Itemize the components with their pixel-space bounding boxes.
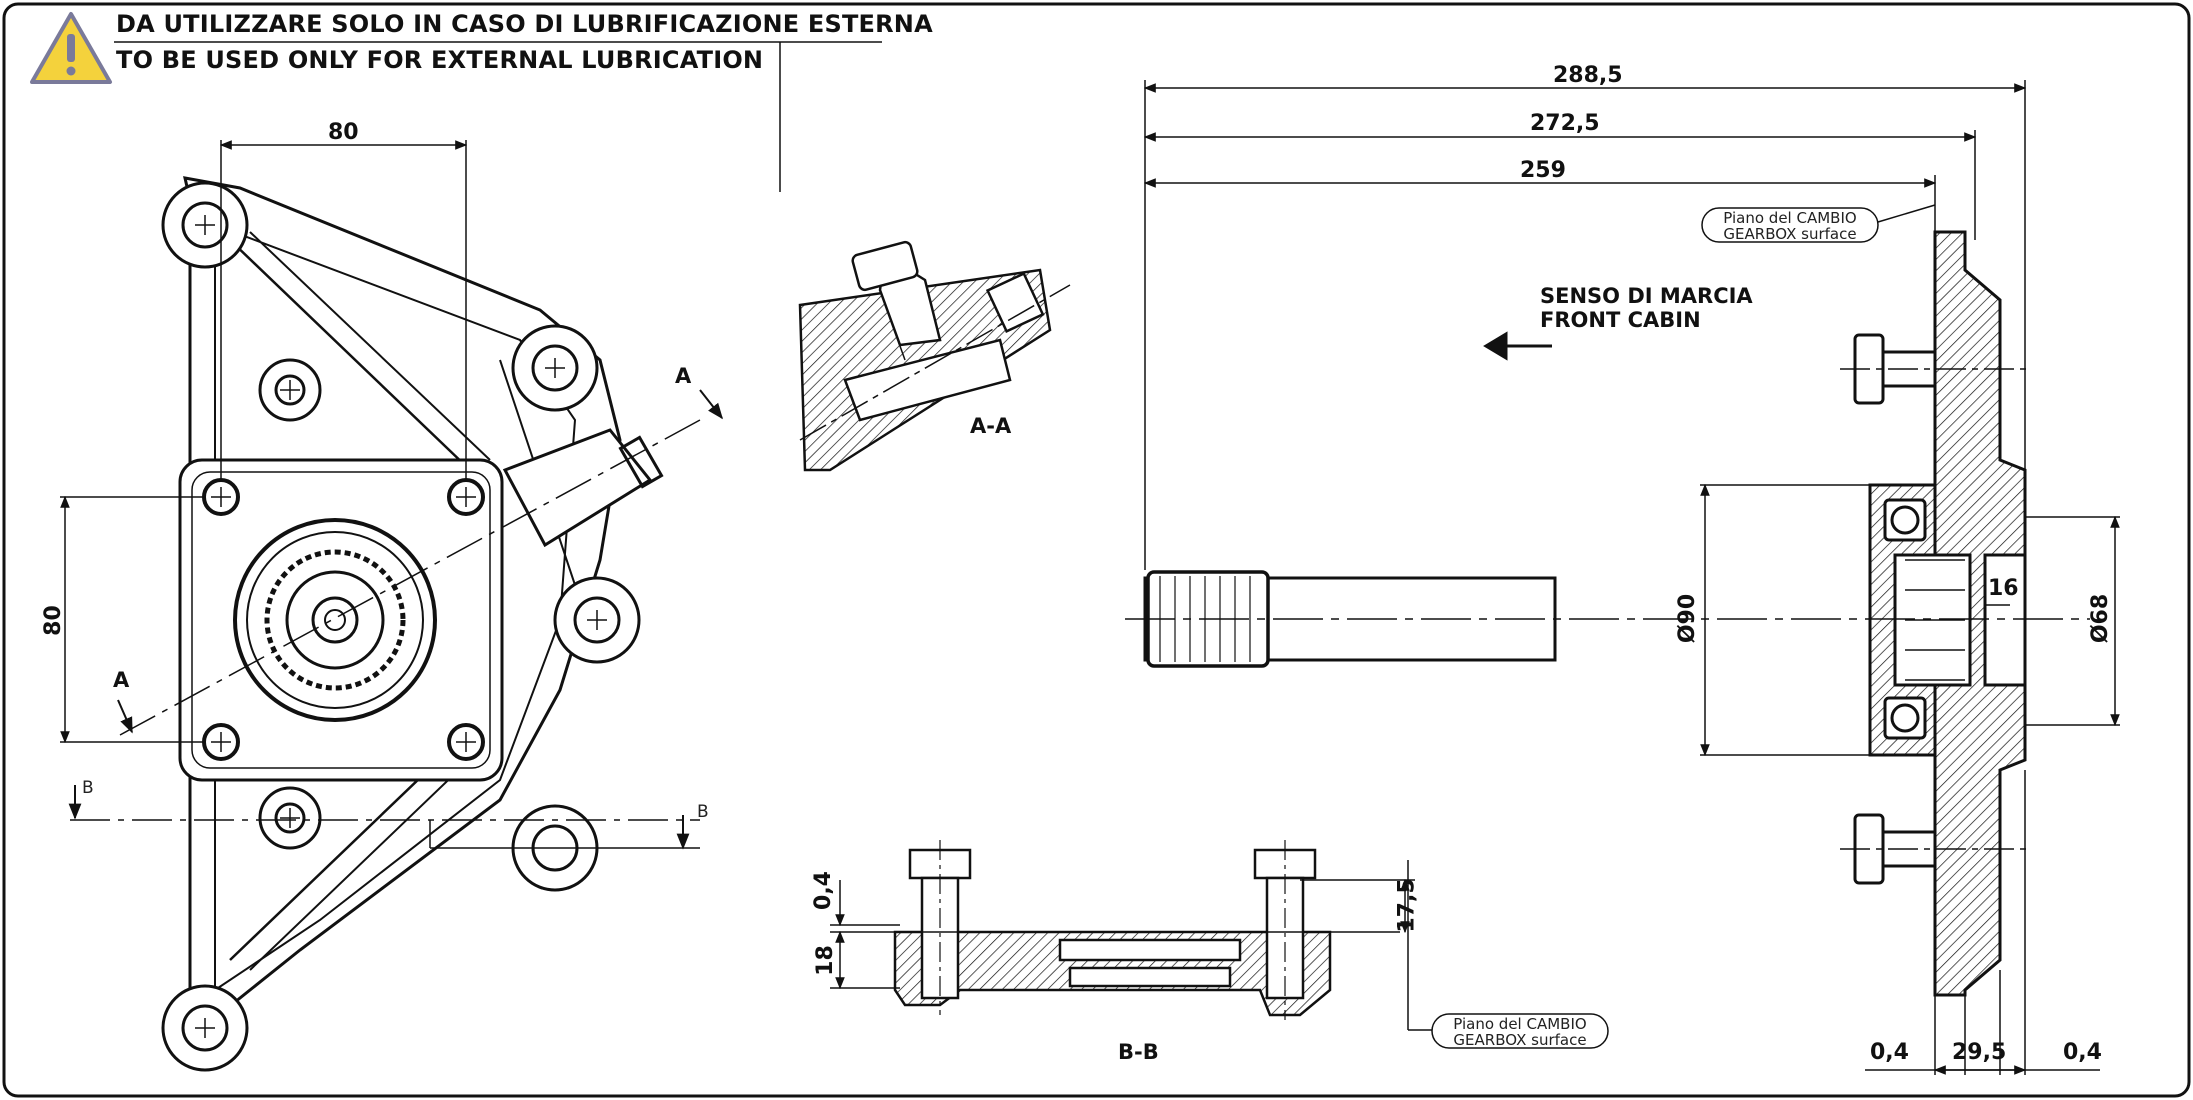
dim-diameter-90: Ø90 (1675, 593, 1701, 644)
bb-surface-en: GEARBOX surface (1453, 1031, 1587, 1049)
bb-surface-note: Piano del CAMBIO GEARBOX surface (1438, 1016, 1602, 1048)
dim-bb-18: 18 (812, 945, 838, 976)
dim-height-80: 80 (40, 605, 66, 636)
direction-text-en: FRONT CABIN (1540, 308, 1701, 332)
dim-side-0-4-left: 0,4 (1870, 1040, 1909, 1065)
side-surface-note: Piano del CAMBIO GEARBOX surface (1708, 210, 1872, 242)
dim-288-5: 288,5 (1553, 63, 1623, 88)
dim-diameter-68: Ø68 (2088, 593, 2114, 644)
side-surface-it: Piano del CAMBIO (1723, 209, 1857, 227)
section-b-marker-right: B (697, 802, 709, 822)
dim-bb-0-4: 0,4 (810, 871, 836, 910)
section-bb-label: B-B (1118, 1040, 1159, 1064)
section-a-marker-bottom: A (113, 668, 130, 692)
direction-text-it: SENSO DI MARCIA (1540, 284, 1753, 308)
warning-triangle-icon (30, 12, 112, 84)
dim-272-5: 272,5 (1530, 111, 1600, 136)
front-view (161, 176, 664, 1072)
section-bb-view (893, 840, 1332, 1020)
section-a-marker-top: A (675, 364, 692, 388)
dim-259: 259 (1520, 158, 1566, 183)
section-b-marker-left: B (82, 778, 94, 798)
section-aa-view (798, 240, 1071, 472)
side-surface-en: GEARBOX surface (1723, 225, 1857, 243)
dim-bb-17-5: 17,5 (1394, 878, 1420, 933)
warning-text-it: DA UTILIZZARE SOLO IN CASO DI LUBRIFICAZ… (116, 10, 933, 38)
dim-width-80: 80 (328, 120, 359, 145)
dim-side-0-4-right: 0,4 (2063, 1040, 2102, 1065)
dim-29-5: 29,5 (1952, 1040, 2007, 1065)
warning-text-en: TO BE USED ONLY FOR EXTERNAL LUBRICATION (116, 46, 764, 74)
bb-surface-it: Piano del CAMBIO (1453, 1015, 1587, 1033)
dim-16: 16 (1988, 576, 2019, 601)
section-aa-label: A-A (970, 414, 1012, 438)
